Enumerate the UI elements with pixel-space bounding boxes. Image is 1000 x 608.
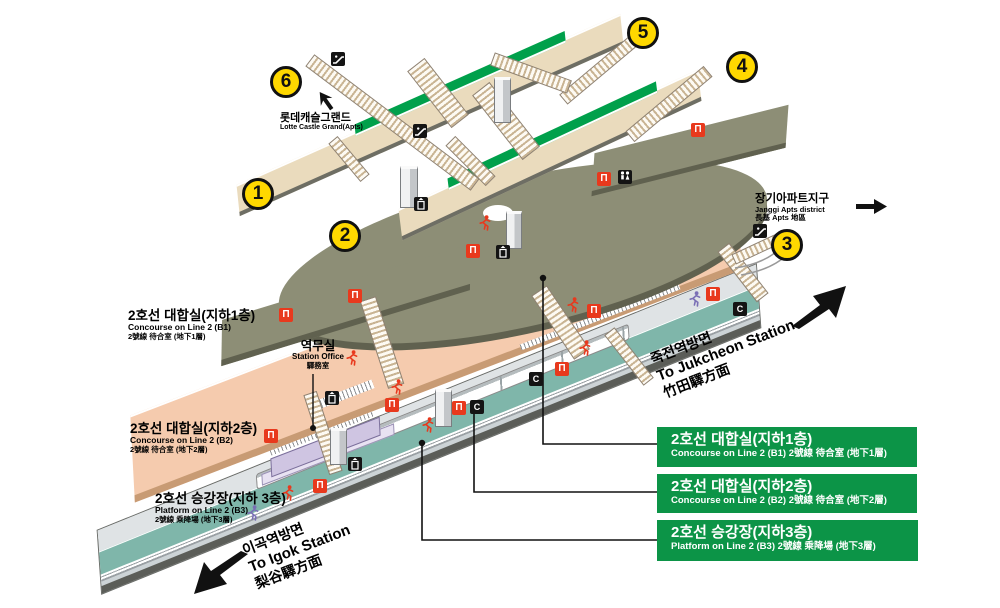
fare-gate-icon: Π	[385, 398, 399, 412]
runner-red-icon	[421, 417, 435, 438]
fare-gate-icon: Π	[348, 289, 362, 303]
label-b3-platform: 2호선 승강장(지하 3층) Platform on Line 2 (B3) 2…	[155, 491, 286, 524]
elevator-tower	[506, 211, 522, 249]
restroom-icon	[618, 170, 632, 184]
elevator-tower	[330, 428, 347, 465]
label-b2-concourse: 2호선 대합실(지하2층) Concourse on Line 2 (B2) 2…	[130, 421, 258, 454]
escalator-sign-icon	[753, 224, 767, 238]
runner-red-icon	[578, 340, 592, 361]
exit-badge-6: 6	[270, 66, 302, 98]
fare-gate-icon: Π	[279, 308, 293, 322]
callout-b2-concourse: 2호선 대합실(지하2층) Concourse on Line 2 (B2) 2…	[657, 474, 917, 513]
fare-gate-icon: Π	[597, 172, 611, 186]
elevator-icon	[414, 197, 428, 211]
exit-badge-1: 1	[242, 178, 274, 210]
phone-icon: C	[529, 372, 543, 386]
fare-gate-icon: Π	[313, 479, 327, 493]
fare-gate-icon: Π	[452, 401, 466, 415]
exit-badge-5: 5	[627, 17, 659, 49]
b1-skylight-hole	[483, 205, 513, 221]
fare-gate-icon: Π	[706, 287, 720, 301]
escalator-sign-icon	[413, 124, 427, 138]
phone-icon: C	[733, 302, 747, 316]
phone-icon: C	[470, 400, 484, 414]
callout-b3-platform: 2호선 승강장(지하3층) Platform on Line 2 (B3) 2號…	[657, 520, 918, 561]
fare-gate-icon: Π	[587, 304, 601, 318]
exit-badge-3: 3	[771, 229, 803, 261]
label-janggi-apts: 장기아파트지구 Janggi Apts district 長基 Apts 地區	[755, 193, 830, 223]
runner-red-icon	[566, 297, 580, 318]
runner-red-icon	[345, 350, 359, 371]
igok-arrow-icon	[194, 551, 248, 594]
elevator-icon	[325, 391, 339, 405]
fare-gate-icon: Π	[264, 429, 278, 443]
elevator-icon	[496, 245, 510, 259]
fare-gate-icon: Π	[691, 123, 705, 137]
label-lotte-castle: 롯데캐슬그랜드 Lotte Castle Grand(Apts)	[280, 112, 363, 132]
runner-red-icon	[390, 379, 404, 400]
exit-badge-4: 4	[726, 51, 758, 83]
label-b1-concourse: 2호선 대합실(지하1층) Concourse on Line 2 (B1) 2…	[128, 308, 256, 341]
lotte-arrow-icon	[319, 91, 334, 111]
fare-gate-icon: Π	[466, 244, 480, 258]
elevator-tower	[435, 389, 452, 427]
runner-purple-icon	[688, 291, 702, 312]
runner-red-icon	[478, 215, 492, 236]
runner-purple-icon	[246, 505, 260, 526]
callout-b1-concourse: 2호선 대합실(지하1층) Concourse on Line 2 (B1) 2…	[657, 427, 917, 467]
fare-gate-icon: Π	[555, 362, 569, 376]
elevator-icon	[348, 457, 362, 471]
runner-red-icon	[281, 485, 295, 506]
label-station-office: 역무실 Station Office 驛務室	[291, 339, 344, 370]
janggi-arrow-icon	[856, 199, 887, 214]
elevator-tower	[494, 77, 511, 123]
escalator-sign-icon	[331, 52, 345, 66]
elevator-tower	[400, 166, 418, 208]
exit-badge-2: 2	[329, 220, 361, 252]
jukcheon-arrow-icon	[792, 286, 846, 329]
